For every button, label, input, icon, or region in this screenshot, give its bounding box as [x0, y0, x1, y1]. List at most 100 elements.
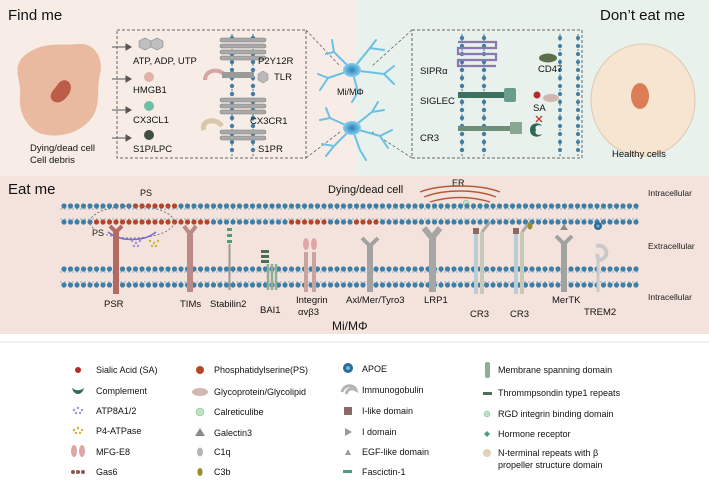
lipid-head	[444, 219, 451, 225]
lipid-head	[574, 282, 581, 288]
lipid-head	[555, 219, 561, 225]
lipid-head	[334, 266, 340, 272]
side-label-intracellular-top: Intracellular	[648, 188, 692, 198]
lipid-head	[353, 203, 360, 209]
lipid-head	[483, 203, 490, 209]
lipid-head	[171, 266, 178, 272]
microglia-soma-bottom	[343, 121, 361, 135]
lipid-head	[600, 203, 607, 209]
legend-rgd-icon	[483, 410, 491, 418]
receptor-p2y12r-label: P2Y12R	[258, 56, 294, 67]
lipid-head	[529, 266, 535, 272]
lipid-head	[327, 219, 334, 225]
lipid-head	[373, 219, 379, 225]
lipid-head	[113, 219, 119, 225]
lipid-head	[256, 282, 262, 288]
receptor-trem2-label: TREM2	[584, 307, 616, 318]
lipid-head	[529, 203, 535, 209]
lipid-head	[230, 282, 236, 288]
lipid-head	[386, 203, 392, 209]
dying-cell-nucleus	[50, 80, 71, 103]
lipid-head	[158, 203, 165, 209]
lipid-head	[178, 219, 184, 225]
lipid-head	[399, 219, 405, 225]
lipid-head	[587, 266, 594, 272]
lipid-head	[204, 282, 210, 288]
lipid-head	[158, 266, 165, 272]
signal-cx3cl1-label: CX3CL1	[133, 115, 169, 126]
lipid-head	[626, 203, 633, 209]
cr3-receptor-2	[513, 221, 533, 294]
lipid-head	[230, 266, 236, 272]
lipid-head	[132, 282, 139, 288]
lipid-head	[139, 282, 145, 288]
atp-icon	[138, 37, 164, 51]
legend-complement-icon	[72, 388, 84, 394]
lipid-head	[269, 219, 275, 225]
lipid-head	[100, 219, 106, 225]
lipid-head	[509, 219, 516, 225]
lipid-head	[119, 219, 126, 225]
receptor-integrin-label: Integrin	[296, 295, 328, 306]
lipid-head	[405, 282, 412, 288]
lipid-head	[353, 282, 360, 288]
lipid-head	[74, 266, 80, 272]
lipid-head	[613, 266, 620, 272]
lipid-head	[373, 266, 379, 272]
lipid-head	[353, 266, 360, 272]
lipid-head	[412, 203, 418, 209]
cr3-receptor-1	[473, 221, 492, 294]
legend-sialic-acid-icon	[75, 367, 81, 373]
lipid-head	[399, 282, 405, 288]
lipid-head	[366, 203, 373, 209]
lipid-head	[152, 266, 158, 272]
lipid-head	[412, 219, 418, 225]
signal-hmgb1-label: HMGB1	[133, 85, 167, 96]
lipid-head	[249, 219, 256, 225]
healthy-cell-nucleus	[631, 83, 649, 109]
lipid-head	[93, 219, 100, 225]
receptor-avb3-label: αvβ3	[298, 307, 319, 318]
lipid-head	[444, 266, 451, 272]
lipid-head	[412, 266, 418, 272]
lipid-head	[106, 219, 113, 225]
lipid-head	[386, 219, 392, 225]
ps-left-label: PS	[92, 228, 104, 238]
healthy-cell-membrane	[558, 34, 580, 156]
ps-top-label: PS	[140, 188, 152, 198]
lipid-head	[620, 219, 626, 225]
lipid-head	[548, 219, 555, 225]
lipid-head	[379, 203, 386, 209]
receptor-tims-label: TIMs	[180, 299, 201, 310]
lipid-head	[262, 203, 269, 209]
lipid-head	[568, 203, 574, 209]
lipid-head	[87, 219, 93, 225]
receptor-axl-label: Axl/Mer/Tyro3	[346, 295, 405, 306]
lipid-head	[80, 203, 87, 209]
lipid-head	[574, 219, 581, 225]
legend-fascictin-icon	[343, 470, 352, 473]
legend-col3-item-0: APOE	[362, 364, 387, 374]
microglia-soma-top	[343, 63, 361, 77]
lipid-head	[483, 282, 490, 288]
lipid-head	[152, 219, 158, 225]
lipid-head	[587, 282, 594, 288]
legend-n-terminal-repeats-icon	[483, 449, 491, 457]
lipid-head	[607, 219, 613, 225]
lipid-head	[379, 266, 386, 272]
legend-egf-like-domain-icon	[345, 449, 351, 455]
lipid-head	[451, 219, 457, 225]
lipid-head	[399, 203, 405, 209]
lipid-head	[360, 203, 366, 209]
lipid-head	[600, 282, 607, 288]
lipid-head	[366, 219, 373, 225]
lipid-head	[230, 219, 236, 225]
lipid-head	[561, 203, 568, 209]
lipid-head	[509, 282, 516, 288]
lipid-head	[516, 219, 522, 225]
lipid-head	[503, 203, 509, 209]
lipid-head	[282, 266, 288, 272]
lipid-head	[223, 282, 230, 288]
lipid-head	[464, 203, 470, 209]
legend-immunoglobulin-icon	[340, 384, 359, 395]
